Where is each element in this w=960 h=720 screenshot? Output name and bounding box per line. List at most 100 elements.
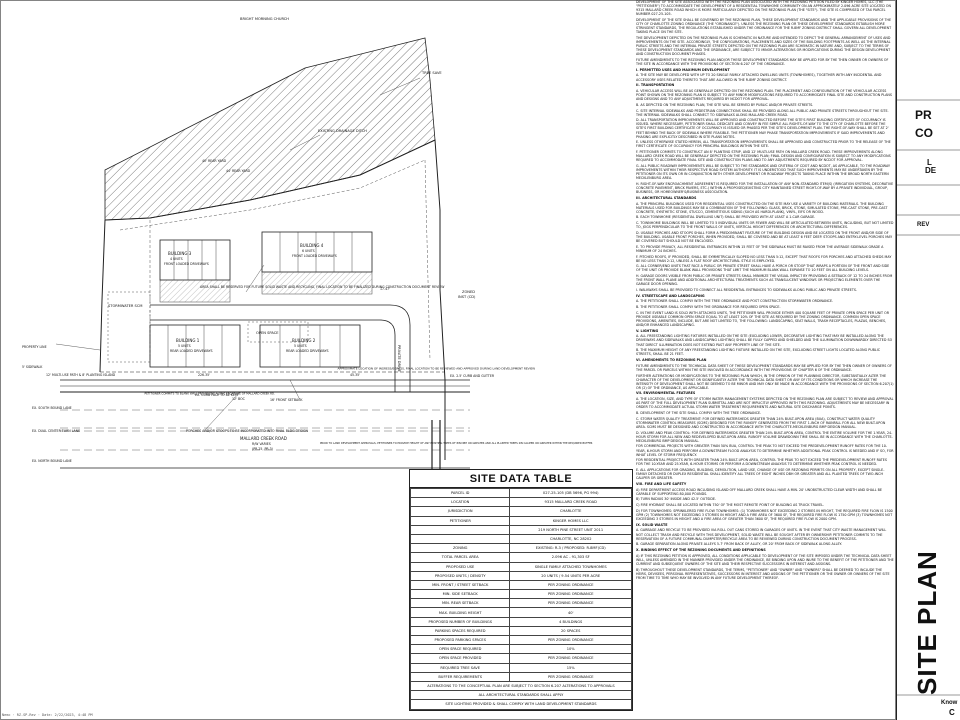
site-data-value: PER ZONING ORDINANCE xyxy=(509,579,632,591)
building-3-type: FRONT LOADED DRIVEWAYS xyxy=(164,262,209,266)
planting-strip-label: 12' MULTI-USE PATH & 8' PLANTING ISLAND xyxy=(46,373,116,377)
property-line-label: PROPERTY LINE xyxy=(22,345,47,349)
notes-paragraph: A) FIRE DEPARTMENT ACCESS ROAD INCLUDING… xyxy=(636,487,883,496)
building-2-footprint xyxy=(259,324,361,368)
notes-section-heading: I. PERMITTED USES AND MAXIMUM DEVELOPMEN… xyxy=(636,67,730,72)
site-data-footer-text: SITE LIGHTING PROVIDED & SHALL COMPLY WI… xyxy=(410,699,632,710)
building-3-footprint xyxy=(159,239,231,303)
site-data-value: PER ZONING ORDINANCE xyxy=(509,671,632,682)
site-data-value: PER ZONING ORDINANCE xyxy=(509,653,632,664)
title-fragment-de: DE xyxy=(925,166,937,175)
private-drive-edge-inner xyxy=(150,319,396,385)
sheet-title: SITE PLAN xyxy=(912,550,942,695)
site-data-footer-row: SITE LIGHTING PROVIDED & SHALL COMPLY WI… xyxy=(410,699,632,710)
dimension-2-label: 45.35' xyxy=(350,373,360,377)
site-data-key: BUFFER REQUIREMENTS xyxy=(409,671,511,682)
notes-paragraph: FUTURE AMENDMENTS TO THE TECHNICAL DATA … xyxy=(636,363,892,372)
zoned-label: ZONED xyxy=(462,290,475,294)
site-data-key: TOTAL PARCEL AREA xyxy=(409,552,511,563)
site-data-key xyxy=(409,524,511,535)
title-fragment-know: Know xyxy=(941,700,958,706)
notes-paragraph: B) THROUGHOUT THESE DEVELOPMENT STANDARD… xyxy=(636,567,890,580)
site-data-value: 219 NORTH PINE STREET UNIT 2011 xyxy=(509,524,632,535)
notes-paragraph: E. ALL APPLICATIONS FOR GRADING, BUILDIN… xyxy=(636,468,885,481)
building-3-name: BUILDING 3 xyxy=(168,251,192,256)
notes-paragraph: FUTURE AMENDMENTS TO THE REZONING PLAN A… xyxy=(636,58,889,67)
site-data-value: CHARLOTTE, NC 28202 xyxy=(509,533,632,545)
notes-paragraph: B. THE PETITIONER SHALL COMPLY WITH THE … xyxy=(636,305,781,310)
site-data-key: PARKING SPACES REQUIRED xyxy=(409,625,511,637)
notes-paragraph: G. ALL PUBLIC ROADWAY IMPROVEMENTS WILL … xyxy=(636,164,890,181)
notes-section-heading: V. LIGHTING xyxy=(636,328,659,333)
building-2-type: REAR LOADED DRIVEWAYS xyxy=(286,349,329,353)
site-data-footer-text: ALL ARCHITECTURAL STANDARDS SHALL APPLY xyxy=(410,690,632,701)
site-data-footer-row: ALTERATIONS TO THE CONCEPTUAL PLAN ARE S… xyxy=(410,680,632,692)
notes-paragraph: D. USABLE PORCHES AND STOOPS SHALL FORM … xyxy=(636,230,893,244)
site-data-value: CHARLOTTE xyxy=(509,506,632,517)
side-setback-east xyxy=(424,159,431,361)
porches-label: PORCHES AND/OR STOOPS TO BE INCORPORATED… xyxy=(186,429,308,433)
site-data-key: MIN. FRONT / STREET SETBACK xyxy=(409,579,511,591)
neighbor-parcel-hatch xyxy=(104,37,436,221)
site-data-value: PER ZONING ORDINANCE xyxy=(509,634,632,646)
notes-paragraph: C. SITE INTERNAL SIDEWALKS AND PEDESTRIA… xyxy=(636,108,889,117)
notes-paragraph: A. THE SITE MAY BE DEVELOPED WITH UP TO … xyxy=(636,73,882,82)
title-fragment-c: C xyxy=(949,708,955,717)
front-setback-label: 16' FRONT SETBACK xyxy=(270,398,303,402)
road-zone-label: (PR-25, PR-3) xyxy=(252,447,273,451)
notes-section-heading: VI. AMENDMENTS TO REZONING PLAN xyxy=(636,358,707,363)
title-fragment-rev: REV xyxy=(917,222,930,228)
zoned-code-label: INST (CD) xyxy=(458,295,476,299)
title-block: PR CO L DE REV Know C xyxy=(896,0,960,720)
notes-paragraph: C) FIRE HYDRANT SHALL BE LOCATED WITHIN … xyxy=(636,503,825,508)
notes-intro: DEVELOPMENT OF THE SITE ASSOCIATED WITH … xyxy=(636,0,891,17)
notes-section-heading: II. TRANSPORTATION xyxy=(636,83,675,88)
building-4-type: FRONT LOADED DRIVEWAYS xyxy=(292,254,337,258)
notes-paragraph: D. VOLUME AND PEAK CONTROL: FOR DEFINED … xyxy=(636,430,893,443)
site-data-key: PROPOSED PARKING SPACES xyxy=(409,634,511,646)
site-data-key: LOCATION xyxy=(409,497,511,508)
notes-paragraph: E. TO PROVIDE PRIVACY, ALL RESIDENTIAL E… xyxy=(636,244,884,253)
open-space-area xyxy=(247,321,309,343)
site-data-row: 219 NORTH PINE STREET UNIT 2011 xyxy=(409,524,632,535)
site-data-footer-text: ALTERATIONS TO THE CONCEPTUAL PLAN ARE S… xyxy=(410,680,632,692)
site-data-key: PARCEL ID xyxy=(409,487,511,499)
notes-section-heading: VII. ENVIRONMENTAL FEATURES xyxy=(636,391,696,396)
building-4-units: 6 UNITS xyxy=(302,249,315,253)
site-data-key: JURISDICTION xyxy=(409,506,511,517)
site-data-value: 4 BUILDINGS xyxy=(509,616,632,627)
stormwater-label: STORMWATER SCM xyxy=(108,304,142,308)
notes-paragraph: C. STORM WATER QUALITY TREATMENT: FOR DE… xyxy=(636,416,886,429)
area-reserved-label: AREA SHALL BE RESERVED FOR FUTURE SOLID … xyxy=(200,285,445,289)
notes-paragraph: A. THE PRINCIPAL BUILDINGS USED FOR RESI… xyxy=(636,201,888,214)
notes-paragraph: C. TOWNHOME BUILDINGS WILL BE LIMITED TO… xyxy=(636,221,894,230)
building-2-units: 5 UNITS xyxy=(294,344,307,348)
site-data-value: 027-25-105 (DB 5696, PG 994) xyxy=(509,487,632,499)
notes-paragraph: A. THE PETITIONER SHALL COMPLY WITH THE … xyxy=(636,299,834,304)
notes-paragraph: D) FOR TOWNHOMES: SPRINKLERED FIRE FLOW … xyxy=(636,508,893,522)
site-data-value: 20 UNITS / 9.54 UNITS PER ACRE xyxy=(509,570,632,581)
site-data-value: 40' xyxy=(509,607,632,618)
notes-paragraph: DEVELOPMENT OF THE SITE SHALL BE GOVERNE… xyxy=(636,17,892,35)
site-data-value: KINGER HOMES LLC xyxy=(509,515,632,526)
building-3-units: 4 UNITS xyxy=(170,257,183,261)
plot-stamp: Nemc · RZ-SP-Rev · Date: 2/22/2023, 4:48… xyxy=(2,713,93,717)
site-data-key: MIN. REAR SETBACK xyxy=(409,598,511,609)
site-data-key: PROPOSED NUMBER OF BUILDINGS xyxy=(409,616,511,627)
notes-paragraph: A) IF THIS REZONING PETITION IS APPROVED… xyxy=(636,553,894,566)
site-data-key: PROPOSED UNITS / DENSITY xyxy=(409,570,511,581)
